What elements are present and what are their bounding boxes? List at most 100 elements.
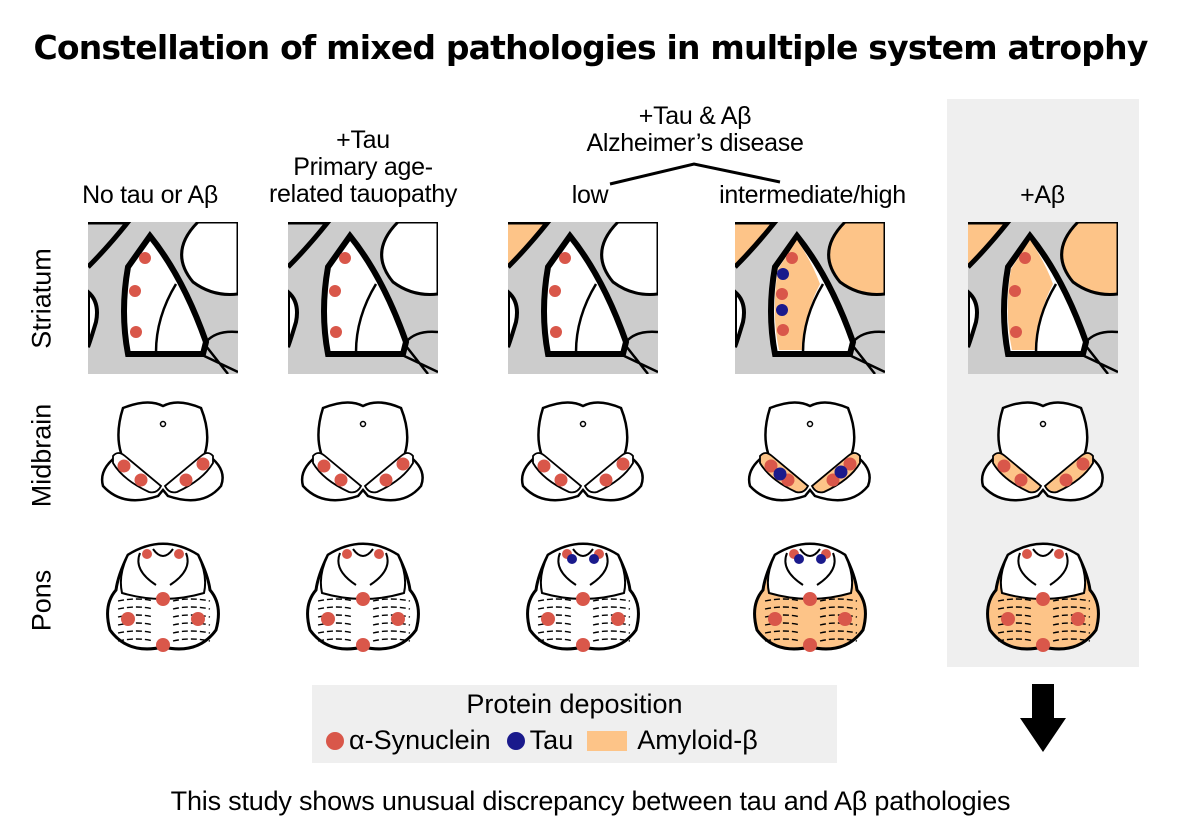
pontine-fibers bbox=[117, 630, 211, 634]
synuclein-deposit bbox=[130, 326, 142, 338]
synuclein-deposit bbox=[339, 252, 351, 264]
pons-panel bbox=[106, 542, 220, 652]
pontine-fibers bbox=[537, 614, 631, 618]
ad-line-2: Alzheimer’s disease bbox=[586, 129, 804, 157]
internal-capsule bbox=[1034, 283, 1058, 353]
legend-title: Protein deposition bbox=[466, 689, 683, 719]
synuclein-deposit bbox=[179, 473, 193, 487]
synuclein-deposit bbox=[559, 252, 571, 264]
left-structure bbox=[288, 289, 299, 348]
right-structure bbox=[827, 222, 885, 296]
right-structure bbox=[180, 222, 238, 296]
synuclein-deposit bbox=[1022, 549, 1032, 559]
abeta-text: +Aβ bbox=[1020, 181, 1065, 209]
lower-lines bbox=[399, 330, 438, 374]
row-label-striatum: Striatum bbox=[26, 248, 57, 349]
pontine-fibers bbox=[997, 598, 1091, 602]
pontine-fibers bbox=[997, 638, 1091, 642]
synuclein-deposit bbox=[342, 549, 352, 559]
pontine-tegmentum bbox=[319, 543, 407, 600]
pontine-fibers bbox=[317, 638, 411, 642]
pontine-fibers bbox=[997, 630, 1091, 634]
synuclein-deposit bbox=[174, 549, 184, 559]
cortex-border bbox=[968, 222, 1012, 269]
cerebellar-peduncles bbox=[1017, 548, 1069, 586]
synuclein-deposit bbox=[997, 459, 1011, 473]
synuclein-deposit bbox=[1001, 612, 1015, 626]
synuclein-deposit bbox=[330, 326, 342, 338]
pontine-fibers bbox=[537, 638, 631, 642]
pons-panel bbox=[526, 542, 640, 652]
synuclein-deposit bbox=[838, 612, 852, 626]
synuclein-deposit bbox=[156, 638, 170, 652]
tau-deposit bbox=[773, 467, 787, 481]
left-structure bbox=[508, 289, 519, 348]
midbrain-outline bbox=[747, 401, 871, 502]
pontine-fibers bbox=[117, 638, 211, 642]
synuclein-deposit bbox=[611, 612, 625, 626]
column-header-text: No tau or Aβ bbox=[82, 181, 218, 209]
synuclein-deposit bbox=[554, 473, 568, 487]
cerebellar-peduncles bbox=[137, 548, 189, 586]
synuclein-deposit bbox=[1009, 285, 1021, 297]
aqueduct bbox=[1039, 420, 1047, 428]
pontine-fibers bbox=[317, 606, 411, 610]
synuclein-deposit bbox=[786, 252, 798, 264]
synuclein-deposit bbox=[764, 459, 778, 473]
synuclein-deposit bbox=[803, 638, 817, 652]
synuclein-deposit bbox=[776, 288, 788, 300]
pontine-fibers bbox=[997, 606, 1091, 610]
pontine-tegmentum bbox=[766, 543, 854, 600]
pontine-fibers bbox=[117, 614, 211, 618]
synuclein-deposit bbox=[537, 459, 551, 473]
striatum-panel bbox=[288, 222, 438, 374]
column-header-ad-high: intermediate/high bbox=[690, 182, 935, 209]
synuclein-deposit bbox=[391, 612, 405, 626]
ad-high-text: intermediate/high bbox=[719, 181, 906, 209]
synuclein-deposit bbox=[843, 457, 857, 471]
synuclein-deposit bbox=[576, 592, 590, 606]
synuclein-deposit bbox=[768, 612, 782, 626]
pons-panel bbox=[753, 542, 867, 652]
pontine-fibers bbox=[317, 622, 411, 626]
synuclein-deposit bbox=[356, 638, 370, 652]
part-line-2: Primary age- bbox=[293, 153, 433, 181]
pontine-tegmentum bbox=[539, 543, 627, 600]
pontine-fibers bbox=[537, 598, 631, 602]
synuclein-deposit bbox=[139, 252, 151, 264]
synuclein-deposit bbox=[541, 612, 555, 626]
aqueduct bbox=[159, 420, 167, 428]
pontine-fibers bbox=[764, 598, 858, 602]
pontine-fibers bbox=[117, 606, 211, 610]
column-header-abeta: +Aβ bbox=[985, 182, 1100, 209]
pontine-fibers bbox=[117, 598, 211, 602]
row-label-pons: Pons bbox=[26, 569, 57, 632]
synuclein-deposit bbox=[616, 457, 630, 471]
midbrain-outline bbox=[300, 401, 424, 502]
pontine-fibers bbox=[764, 638, 858, 642]
internal-capsule bbox=[574, 283, 598, 353]
midbrain-panel bbox=[520, 401, 644, 502]
synuclein-deposit bbox=[134, 473, 148, 487]
lower-lines bbox=[1079, 330, 1118, 374]
synuclein-deposit bbox=[196, 457, 210, 471]
synuclein-deposit bbox=[1036, 592, 1050, 606]
synuclein-deposit bbox=[549, 285, 561, 297]
midbrain-panel bbox=[300, 401, 424, 502]
synuclein-deposit bbox=[550, 326, 562, 338]
tau-deposit bbox=[589, 554, 599, 564]
legend-item-synuclein: α-Synuclein bbox=[349, 725, 491, 755]
tau-deposit bbox=[834, 465, 848, 479]
synuclein-deposit bbox=[1071, 612, 1085, 626]
pontine-fibers bbox=[537, 606, 631, 610]
figure-title: Constellation of mixed pathologies in mu… bbox=[33, 28, 1148, 67]
synuclein-deposit bbox=[379, 473, 393, 487]
synuclein-deposit bbox=[1019, 252, 1031, 264]
pontine-tegmentum bbox=[999, 543, 1087, 600]
right-structure bbox=[600, 222, 658, 296]
aqueduct bbox=[579, 420, 587, 428]
synuclein-deposit bbox=[826, 473, 840, 487]
cerebellar-peduncles bbox=[337, 548, 389, 586]
down-arrow-icon bbox=[1020, 684, 1066, 752]
part-line-1: +Tau bbox=[336, 126, 390, 154]
